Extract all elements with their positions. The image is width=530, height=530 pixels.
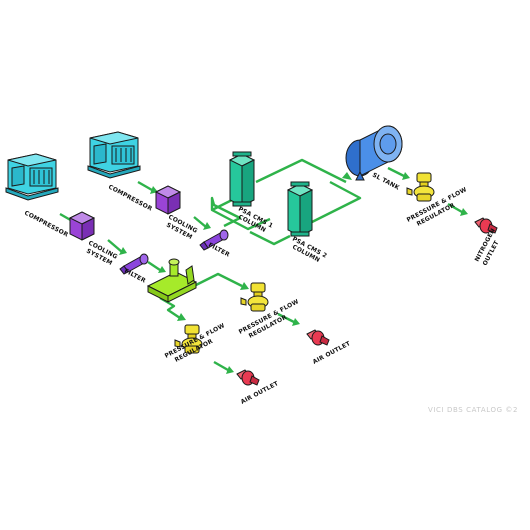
cooling-system-1 xyxy=(69,211,95,241)
label-sl-tank: SL TANK xyxy=(371,172,401,192)
manifold xyxy=(146,258,198,303)
pipe-cooling1-filter1 xyxy=(107,239,123,253)
pipe-manifold-regulator2 xyxy=(189,272,243,290)
cooling-system-2 xyxy=(155,185,181,215)
pipe-cooling2-filter2 xyxy=(193,216,207,228)
pipes xyxy=(59,158,468,374)
pipe-tank-regulator3 xyxy=(387,166,405,178)
psa-column-2 xyxy=(287,181,313,237)
pipe-regulator2-outlet2 xyxy=(277,312,295,324)
pipe-filter1-manifold xyxy=(147,261,161,271)
pressure-flow-regulator-3 xyxy=(406,172,435,202)
pipe-filter2-split xyxy=(210,196,271,231)
sl-tank xyxy=(345,125,403,181)
label-compressor-1: COMPRESSOR xyxy=(23,210,69,239)
psa-column-1 xyxy=(229,151,255,207)
compressor-2 xyxy=(87,131,141,179)
air-outlet-2 xyxy=(306,329,330,346)
pipe-regulator1-outlet1 xyxy=(213,360,229,372)
pipe-split-psa2 xyxy=(249,230,291,246)
label-filter-2: FILTER xyxy=(207,242,231,259)
label-filter-1: FILTER xyxy=(123,268,147,285)
air-outlet-1 xyxy=(236,369,260,386)
pipe-psa2-tank xyxy=(311,180,362,224)
pipe-compressor2-cooling2 xyxy=(137,180,153,192)
pipe-psa1-tank xyxy=(255,158,347,184)
pipe-regulator3-nitrogen xyxy=(447,202,463,214)
watermark: VICI DBS CATALOG ©2 xyxy=(428,406,518,414)
compressor-1 xyxy=(5,153,59,201)
